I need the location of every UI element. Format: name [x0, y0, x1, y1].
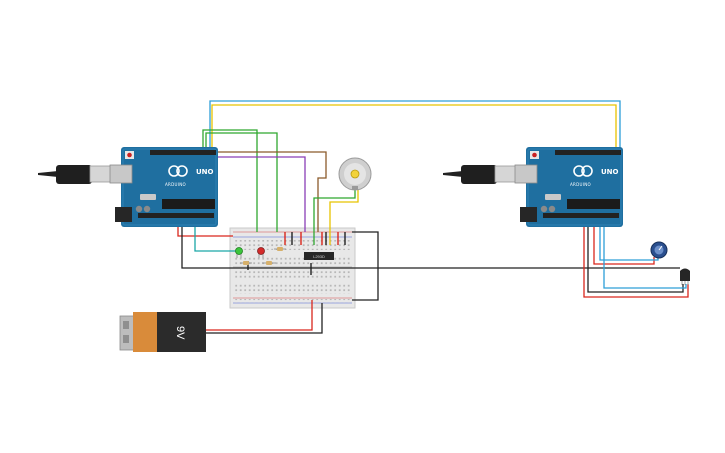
- wires: [177, 100, 689, 334]
- blue-wire: [209, 100, 621, 150]
- red-wire: [583, 226, 689, 298]
- black-wire: [587, 226, 684, 293]
- green-led[interactable]: [235, 247, 243, 259]
- purple-wire: [215, 156, 306, 232]
- temperature-sensor[interactable]: [680, 268, 690, 286]
- brown-wire: [215, 151, 327, 232]
- dc-motor[interactable]: [338, 157, 372, 191]
- battery-9v[interactable]: 9V: [119, 312, 206, 352]
- jumper-wires: [247, 232, 346, 275]
- usb-cable: [443, 165, 518, 184]
- arduino-uno-right[interactable]: UNO ARDUINO: [443, 147, 623, 227]
- potentiometer[interactable]: [650, 241, 668, 259]
- motor-driver-ic[interactable]: L293D: [304, 252, 334, 260]
- blue-wire: [603, 226, 687, 289]
- arduino-left-brand: ARDUINO: [165, 182, 186, 187]
- red-wire: [205, 300, 313, 331]
- resistor-3[interactable]: [274, 247, 286, 251]
- red-wire: [593, 226, 655, 265]
- arduino-right-model: UNO: [601, 168, 619, 176]
- teal-wire: [194, 226, 240, 252]
- black-wire: [205, 303, 323, 334]
- green-wire: [313, 188, 356, 245]
- red-led[interactable]: [257, 247, 265, 259]
- resistor-1[interactable]: [240, 261, 252, 265]
- green-wire: [202, 129, 258, 232]
- motor-driver-label: L293D: [313, 254, 325, 259]
- arduino-uno-left[interactable]: UNO ARDUINO: [38, 147, 218, 227]
- red-wire: [177, 226, 233, 237]
- resistor-2[interactable]: [262, 261, 276, 265]
- black-wire: [181, 226, 680, 269]
- blue-wire: [599, 226, 659, 261]
- yellow-wire: [329, 188, 359, 245]
- usb-cable: [38, 165, 113, 184]
- green-wire: [205, 132, 278, 232]
- arduino-left-model: UNO: [196, 168, 214, 176]
- black-wire: [352, 231, 379, 301]
- arduino-right-brand: ARDUINO: [570, 182, 591, 187]
- yellow-wire: [211, 104, 617, 150]
- battery-label: 9V: [174, 326, 186, 340]
